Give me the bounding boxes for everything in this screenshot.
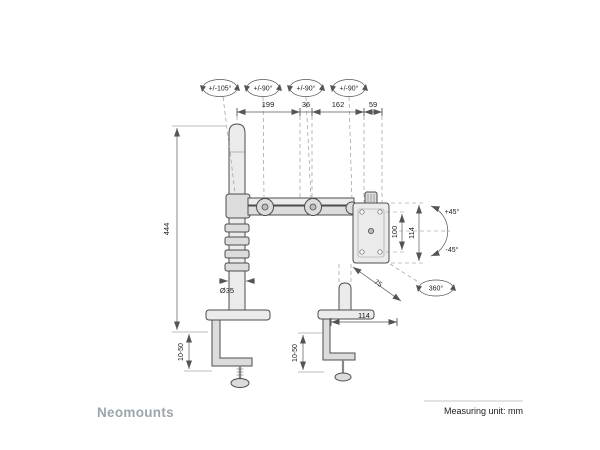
pole-spacer-ring bbox=[224, 236, 250, 246]
dim-label-162: 162 bbox=[332, 100, 345, 109]
dim-label-base-width: 114 bbox=[358, 311, 370, 320]
clamp-knob bbox=[334, 372, 352, 382]
dim-label-vesa-114: 114 bbox=[407, 227, 416, 239]
dim-label-199: 199 bbox=[262, 100, 275, 109]
vesa-plate bbox=[352, 191, 390, 264]
measuring-unit-note: Measuring unit: mm bbox=[444, 406, 523, 416]
arm-upper-bar bbox=[247, 197, 355, 206]
arm bbox=[225, 193, 359, 219]
monitor-arm-drawing bbox=[205, 123, 390, 388]
pole bbox=[224, 123, 250, 315]
dim-clamp-range-right: 10-50 bbox=[292, 332, 324, 373]
dim-label-height: 444 bbox=[162, 223, 171, 236]
vesa-hole bbox=[377, 249, 383, 255]
dim-label-clamp-left: 10-50 bbox=[178, 343, 185, 361]
clamp-bracket bbox=[322, 318, 356, 361]
rotation-indicator-4: +/-90° bbox=[330, 79, 368, 97]
pole-spacer-ring bbox=[224, 262, 250, 272]
dim-top-chain: 199 36 162 59 bbox=[236, 100, 383, 202]
clamp-top-plate bbox=[205, 309, 271, 321]
dim-arm-depth: 75 bbox=[352, 266, 402, 302]
dim-label-59: 59 bbox=[369, 100, 377, 109]
vesa-hole bbox=[359, 249, 365, 255]
rotation-label-2: +/-90° bbox=[254, 85, 273, 93]
swivel-label: 360° bbox=[429, 285, 444, 293]
dim-label-clamp-right: 10-50 bbox=[292, 344, 299, 362]
dim-label-vesa-100: 100 bbox=[390, 226, 399, 239]
dim-label-pole-diameter: Ø35 bbox=[220, 286, 234, 295]
tilt-indicator: +45° -45° bbox=[392, 205, 460, 257]
dim-pole-height: 444 bbox=[162, 125, 226, 333]
second-pole bbox=[338, 264, 352, 313]
swivel-indicator: 360° bbox=[389, 263, 456, 297]
clamp-bracket bbox=[211, 319, 253, 367]
desk-clamp-left bbox=[205, 309, 271, 388]
dim-clamp-range-left: 10-50 bbox=[178, 334, 212, 372]
pole-spacer-ring bbox=[224, 249, 250, 259]
dim-base-width: 114 bbox=[330, 311, 398, 326]
tilt-label-up: +45° bbox=[445, 208, 460, 216]
arm-pole-collar bbox=[225, 193, 251, 219]
rotation-label-1: +/-105° bbox=[209, 85, 232, 93]
rotation-indicator-3: +/-90° bbox=[287, 79, 325, 97]
dim-pole-diameter: Ø35 bbox=[219, 278, 255, 295]
rotation-label-4: +/-90° bbox=[340, 85, 359, 93]
rotation-indicators: +/-105° +/-90° +/-90° +/-90° bbox=[200, 79, 368, 202]
dim-label-36: 36 bbox=[302, 100, 310, 109]
dim-vesa: 100 114 bbox=[386, 202, 423, 264]
dim-label-depth: 75 bbox=[373, 279, 383, 289]
desk-clamp-right bbox=[317, 309, 375, 382]
clamp-knob bbox=[230, 378, 250, 388]
vesa-hole bbox=[359, 209, 365, 215]
pole-spacer-ring bbox=[224, 223, 250, 233]
footer: Neomounts Measuring unit: mm bbox=[97, 400, 523, 420]
vesa-hole bbox=[377, 209, 383, 215]
rotation-label-3: +/-90° bbox=[297, 85, 316, 93]
rotation-indicator-2: +/-90° bbox=[244, 79, 282, 97]
rotation-indicator-1: +/-105° bbox=[200, 79, 240, 97]
tilt-label-down: -45° bbox=[446, 246, 459, 254]
brand-logo-text: Neomounts bbox=[97, 405, 174, 420]
